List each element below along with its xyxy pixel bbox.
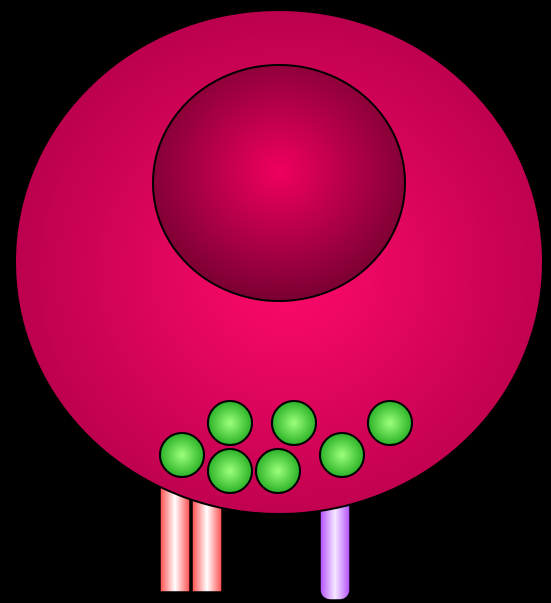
granule (368, 401, 412, 445)
granule (272, 401, 316, 445)
granule (160, 433, 204, 477)
granule (208, 401, 252, 445)
granule (208, 449, 252, 493)
granule (320, 433, 364, 477)
nucleus (153, 65, 405, 301)
granule (256, 449, 300, 493)
